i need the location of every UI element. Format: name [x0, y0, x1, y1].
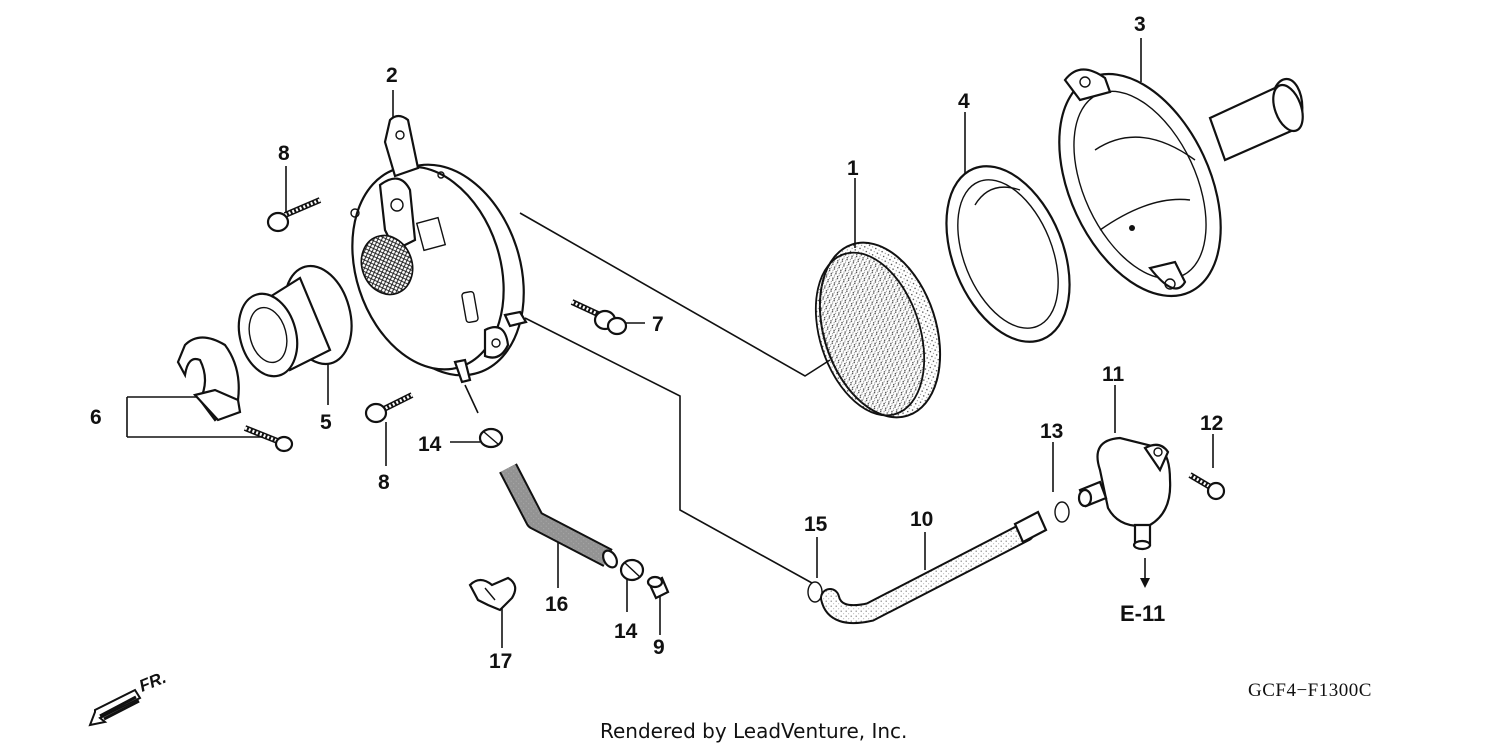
callout-11: 11: [1102, 363, 1125, 386]
clip-upper: [478, 427, 504, 449]
callout-4: 4: [958, 90, 970, 113]
air-cleaner-cover: [350, 114, 528, 384]
joint-tube: [237, 264, 353, 378]
air-filter-element: [814, 241, 942, 419]
diagram-code: GCF4−F1300C: [1248, 680, 1372, 701]
breather-tube: [820, 510, 1048, 625]
clamp-screw: [243, 425, 294, 453]
callout-13: 13: [1040, 420, 1063, 443]
callout-numbers: 1 2 3 4 5 6 7 8 8 9 10 11 12 13 14 14 15…: [90, 13, 1223, 673]
air-cleaner-case: [1058, 68, 1304, 298]
breather-separator: [1077, 436, 1172, 551]
screw-12: [1188, 472, 1226, 501]
callout-2: 2: [386, 64, 398, 87]
callout-8-upper: 8: [278, 142, 290, 165]
bolt-lower: [364, 392, 414, 424]
drain-tube: [499, 463, 618, 569]
callout-14-upper: 14: [418, 433, 442, 456]
callout-5: 5: [320, 411, 332, 434]
front-direction-arrow: FR.: [88, 668, 169, 727]
bolt-collar: [570, 299, 628, 336]
clip-13: [1054, 501, 1070, 523]
callout-3: 3: [1134, 13, 1146, 36]
callout-16: 16: [545, 593, 568, 616]
callout-9: 9: [653, 636, 665, 659]
credit-text: Rendered by LeadVenture, Inc.: [600, 719, 907, 743]
callout-15: 15: [804, 513, 828, 536]
front-direction-label: FR.: [136, 668, 169, 696]
clip-lower: [619, 558, 645, 582]
callout-17: 17: [489, 650, 512, 673]
bolt-upper: [266, 197, 322, 233]
section-reference: E-11: [1120, 601, 1165, 626]
plug: [646, 575, 670, 600]
callout-6: 6: [90, 406, 102, 429]
callout-1: 1: [847, 157, 859, 180]
callout-10: 10: [910, 508, 933, 531]
clamp-band: [176, 336, 242, 422]
callout-12: 12: [1200, 412, 1223, 435]
callout-8-lower: 8: [378, 471, 390, 494]
callout-14-lower: 14: [614, 620, 638, 643]
clip-15: [807, 581, 823, 603]
tube-clamp: [468, 576, 517, 612]
gasket: [945, 165, 1071, 343]
callout-7: 7: [652, 313, 664, 336]
